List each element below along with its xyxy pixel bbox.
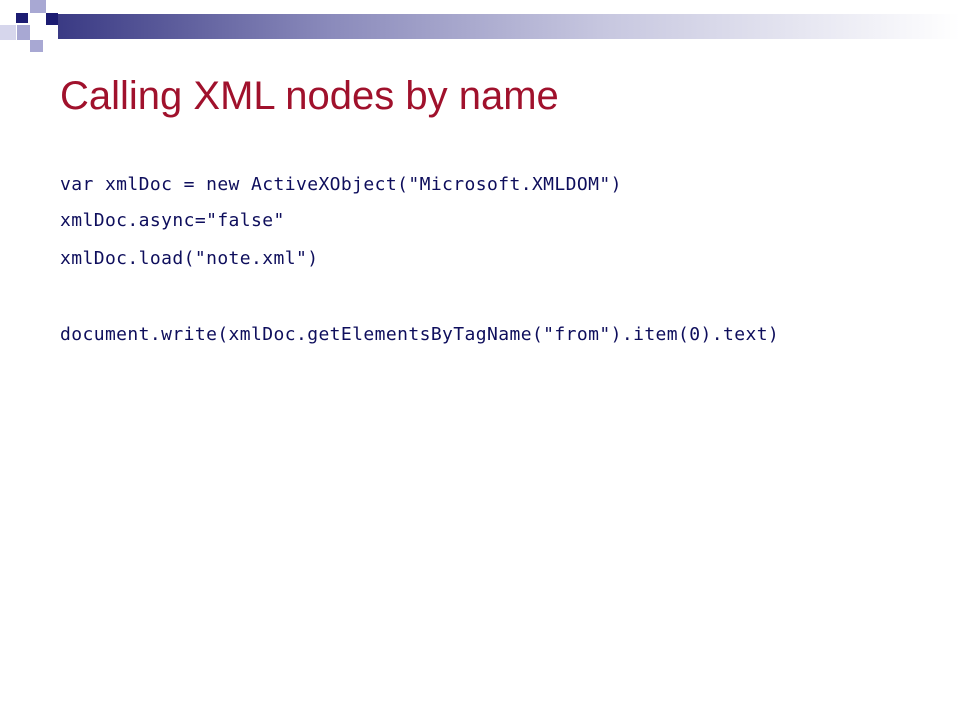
decorative-square	[17, 25, 30, 40]
header-gradient-bar	[58, 14, 960, 39]
code-line: xmlDoc.async="false"	[60, 210, 285, 231]
decorative-square	[16, 13, 28, 23]
decorative-square	[46, 13, 58, 25]
slide-title: Calling XML nodes by name	[60, 74, 559, 118]
code-line: var xmlDoc = new ActiveXObject("Microsof…	[60, 174, 622, 195]
decorative-square	[30, 0, 46, 13]
code-line: document.write(xmlDoc.getElementsByTagNa…	[60, 324, 780, 345]
code-line: xmlDoc.load("note.xml")	[60, 248, 319, 269]
decorative-square	[30, 40, 43, 52]
decorative-square	[0, 25, 16, 40]
